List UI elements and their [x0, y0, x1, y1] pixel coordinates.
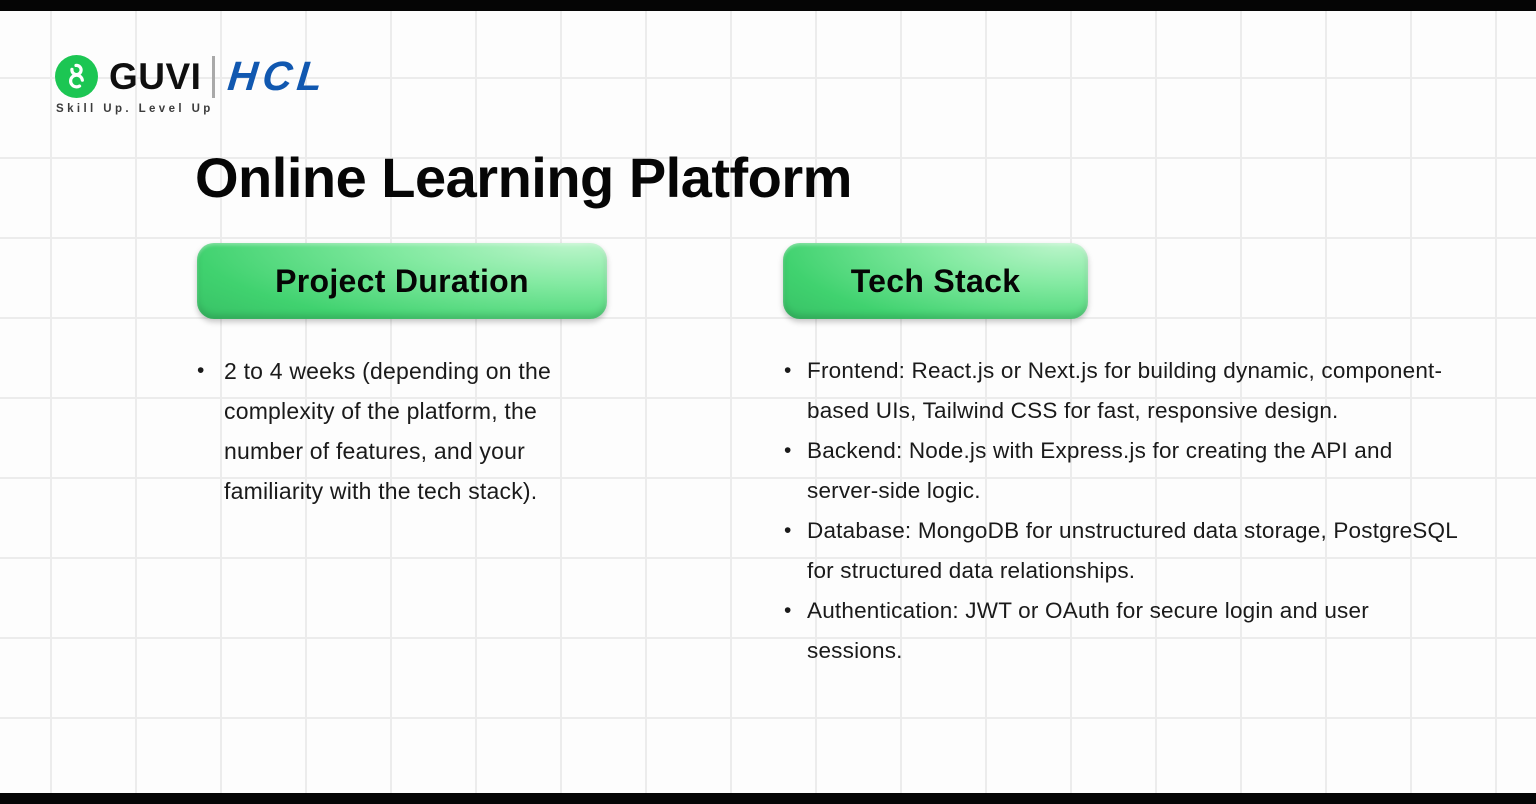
tech-stack-heading-label: Tech Stack: [850, 262, 1021, 299]
guvi-wordmark: GUVI: [109, 55, 202, 97]
page-title: Online Learning Platform: [195, 146, 852, 209]
project-duration-heading-pill: Project Duration: [197, 243, 607, 319]
list-item: • 2 to 4 weeks (depending on the complex…: [197, 351, 600, 511]
brand-divider: [212, 55, 216, 98]
list-item: • Frontend: React.js or Next.js for buil…: [784, 351, 1467, 431]
letterbox-bottom-bar: [0, 793, 1536, 804]
project-duration-heading-label: Project Duration: [275, 262, 529, 299]
guvi-logo-icon: [55, 55, 98, 98]
slide-background-grid: [0, 11, 1536, 793]
duration-item-text: 2 to 4 weeks (depending on the complexit…: [224, 358, 551, 504]
bullet-dot: •: [197, 359, 205, 382]
tech-item-database: Database: MongoDB for unstructured data …: [807, 518, 1458, 583]
tech-item-authentication: Authentication: JWT or OAuth for secure …: [807, 598, 1369, 663]
letterbox-top-bar: [0, 0, 1536, 11]
tech-stack-list: • Frontend: React.js or Next.js for buil…: [784, 351, 1467, 671]
bullet-dot: •: [784, 519, 792, 542]
project-duration-list: • 2 to 4 weeks (depending on the complex…: [197, 351, 600, 511]
guvi-g-glyph: [68, 63, 85, 89]
tech-item-backend: Backend: Node.js with Express.js for cre…: [807, 438, 1393, 503]
tech-item-frontend: Frontend: React.js or Next.js for buildi…: [807, 358, 1443, 423]
list-item: • Database: MongoDB for unstructured dat…: [784, 511, 1467, 591]
tech-stack-heading-pill: Tech Stack: [783, 243, 1088, 319]
bullet-dot: •: [784, 599, 792, 622]
hcl-wordmark: HCL: [226, 53, 331, 99]
brand-logo-row: GUVI HCL: [55, 53, 334, 100]
bullet-dot: •: [784, 359, 792, 382]
bullet-dot: •: [784, 439, 792, 462]
brand-tagline: Skill Up. Level Up: [56, 103, 214, 115]
list-item: • Backend: Node.js with Express.js for c…: [784, 431, 1467, 511]
list-item: • Authentication: JWT or OAuth for secur…: [784, 591, 1467, 671]
